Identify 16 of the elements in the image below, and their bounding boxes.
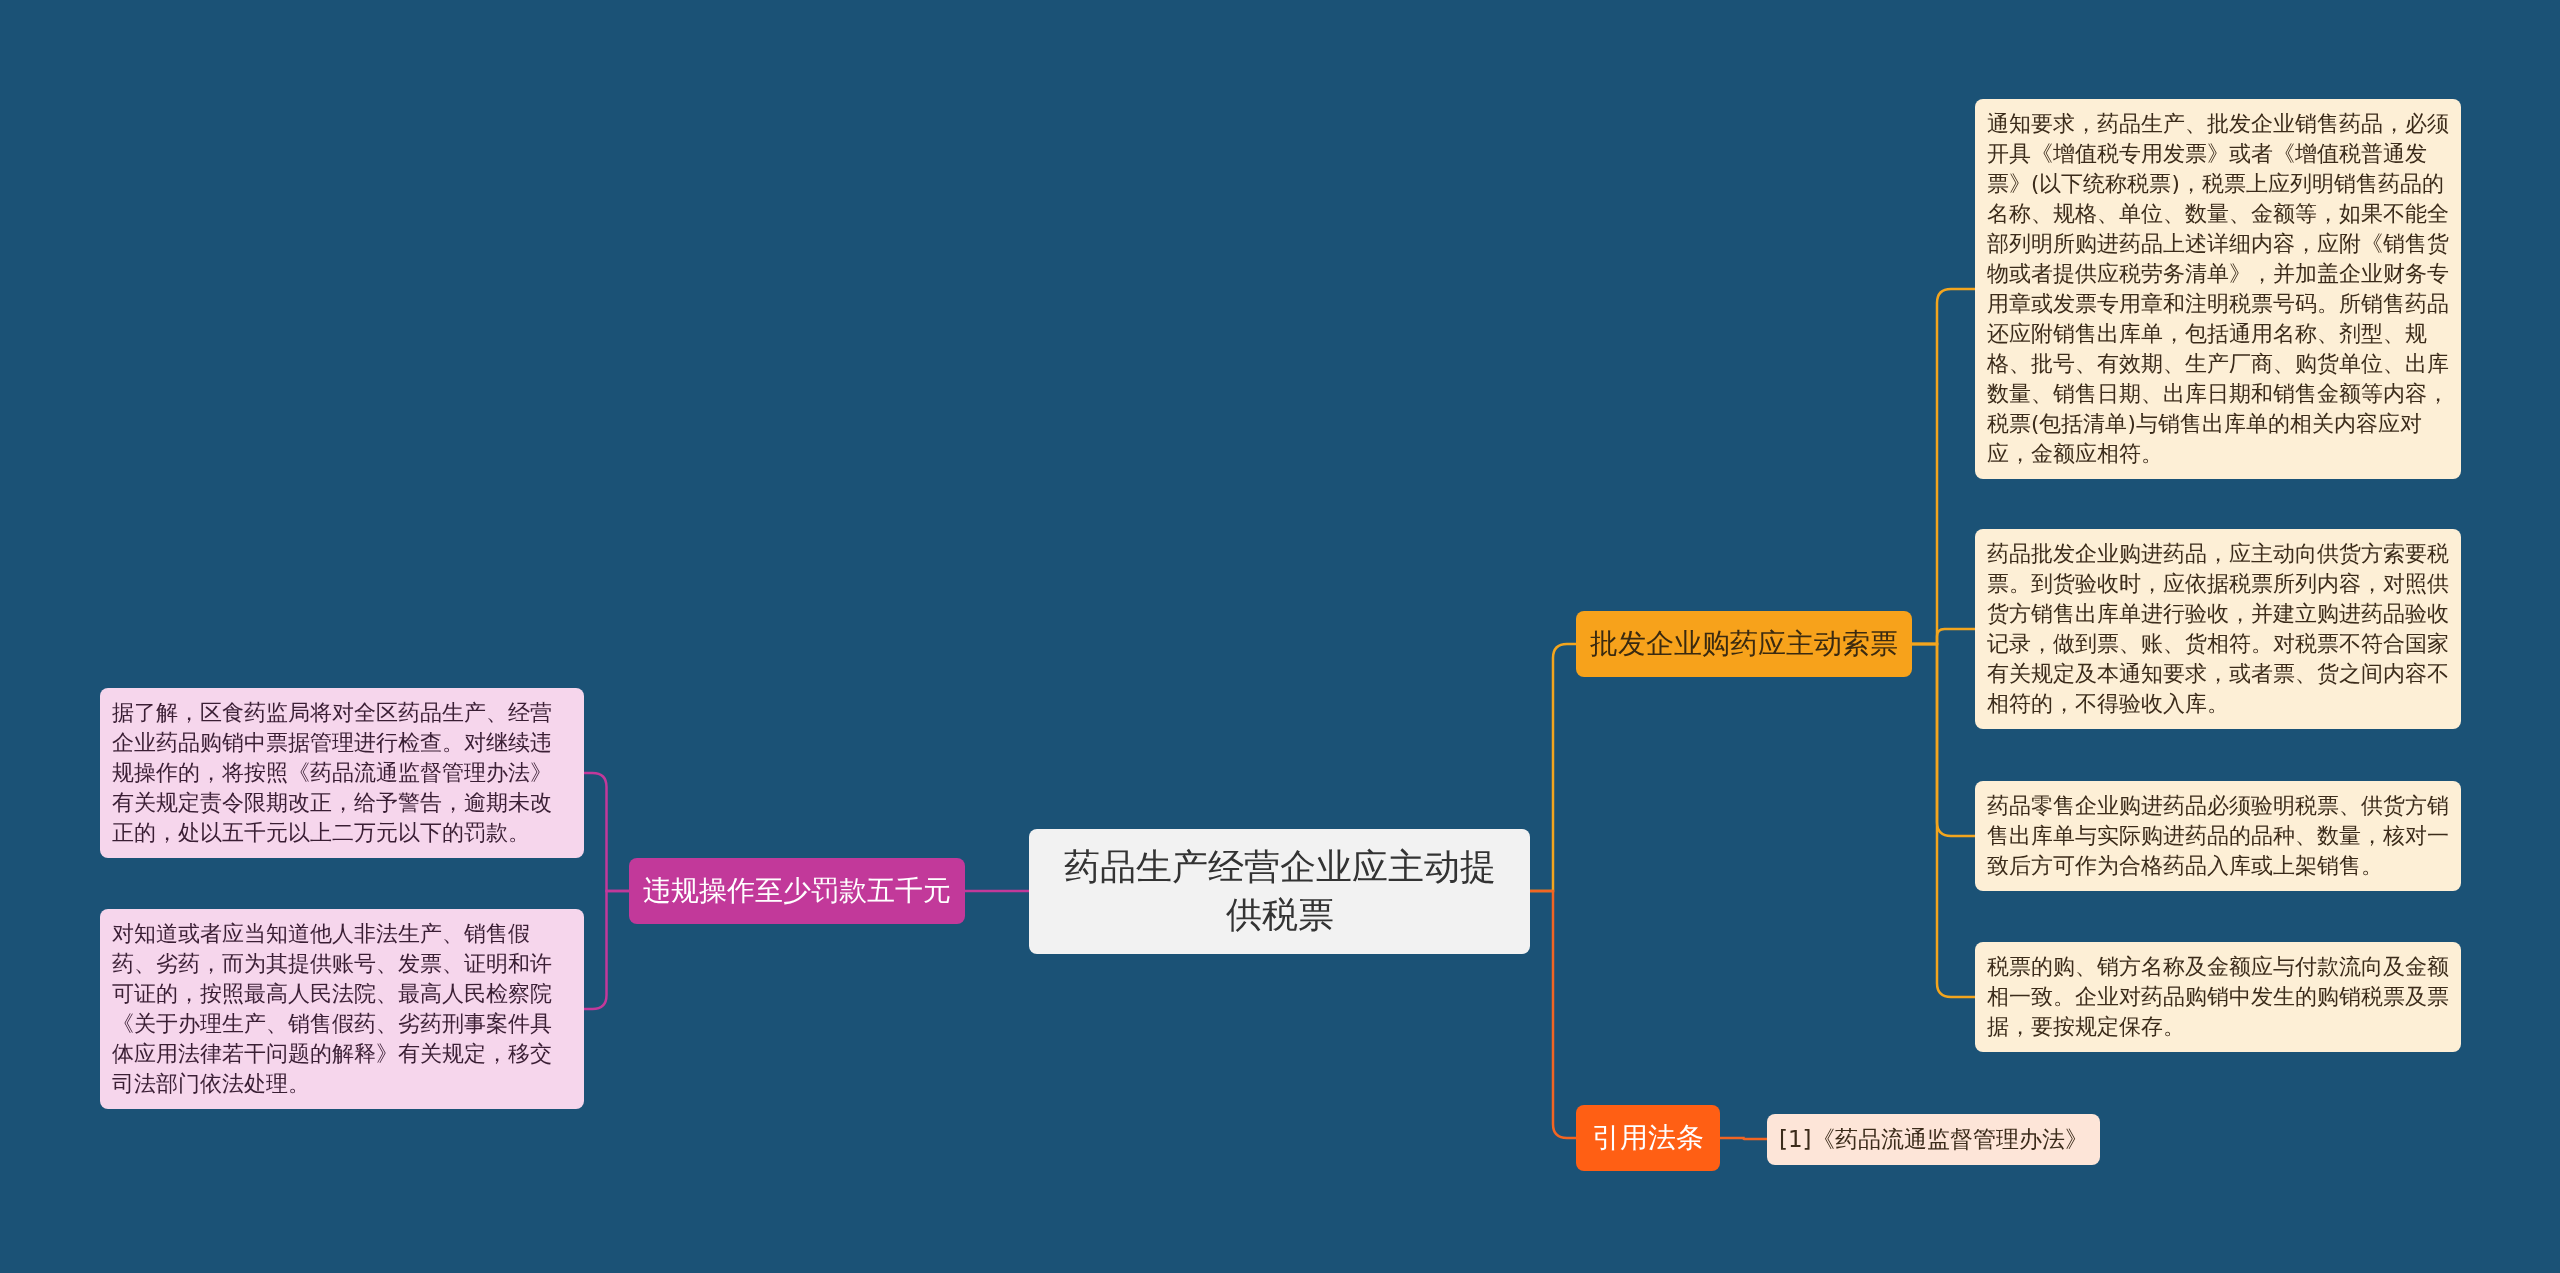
note-card: [1]《药品流通监督管理办法》 [1767, 1113, 2100, 1165]
note-card: 据了解，区食药监局将对全区药品生产、经营企业药品购销中票据管理进行检查。对继续违规操作的，将按照《药品流通监督管理办法》有关规定责令限期改正，给予警告，逾期未改正的，处以五千元以上二万元以下的罚款。 [100, 688, 584, 858]
connector-line [584, 889, 629, 1011]
connector-line [1530, 889, 1576, 1140]
branch-box: 违规操作至少罚款五千元 [629, 858, 965, 924]
topic-box: 药品生产经营企业应主动提供税票 [1029, 828, 1530, 954]
branch-box: 引用法条 [1576, 1105, 1720, 1171]
note-card: 对知道或者应当知道他人非法生产、销售假药、劣药，而为其提供账号、发票、证明和许可证的，按照最高人民法院、最高人民检察院《关于办理生产、销售假药、劣药刑事案件具体应用法律若干问题的解释》有关规定，移交司法部门依法处理。 [100, 909, 584, 1109]
connector-line [965, 889, 1029, 893]
connector-line [1912, 642, 1975, 999]
note-card: 药品批发企业购进药品，应主动向供货方索要税票。到货验收时，应依据税票所列内容，对照供货方销售出库单进行验收，并建立购进药品验收记录，做到票、账、货相符。对税票不符合国家有关规定及本通知要求，或者票、货之间内容不相符的，不得验收入库。 [1975, 529, 2461, 729]
branch-box: 批发企业购药应主动索票 [1576, 611, 1912, 677]
note-card: 通知要求，药品生产、批发企业销售药品，必须开具《增值税专用发票》或者《增值税普通发票》(以下统称税票)，税票上应列明销售药品的名称、规格、单位、数量、金额等，如果不能全部列明所购进药品上述详细内容，应附《销售货物或者提供应税劳务清单》，并加盖企业财务专用章或发票专用章和注明税票号码。所销售药品还应附销售出库单，包括通用名称、剂型、规格、批号、有效期、生产厂商、购货单位、出库数量、销售日期、出库日期和销售金额等内容，税票(包括清单)与销售出库单的相关内容应对应，金额应相符。 [1975, 99, 2461, 479]
connector-line [1720, 1136, 1767, 1141]
note-card: 药品零售企业购进药品必须验明税票、供货方销售出库单与实际购进药品的品种、数量，核对一致后方可作为合格药品入库或上架销售。 [1975, 781, 2461, 891]
note-card: 税票的购、销方名称及金额应与付款流向及金额相一致。企业对药品购销中发生的购销税票及票据，要按规定保存。 [1975, 942, 2461, 1052]
